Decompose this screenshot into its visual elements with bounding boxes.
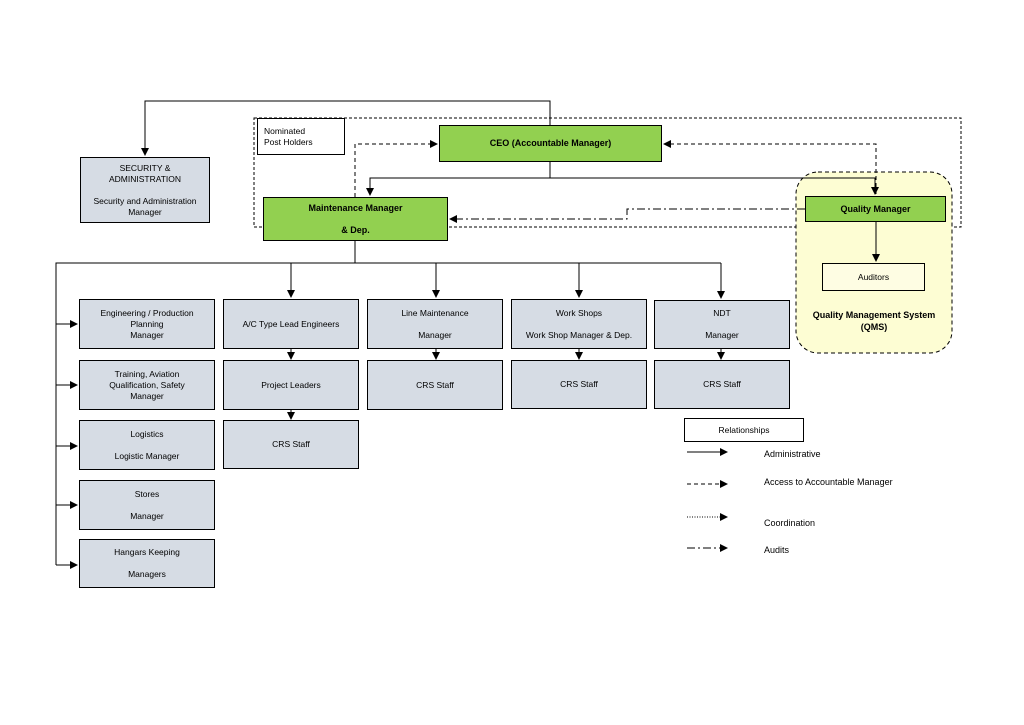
nominated-line-2: Post Holders <box>264 136 313 147</box>
project-leaders-box: Project Leaders <box>223 360 359 410</box>
connector-maintenance-bus <box>55 241 356 565</box>
security-line-4: Security and Administration <box>93 195 197 206</box>
ndt-line-1: NDT <box>713 308 731 318</box>
stores-line-1: Stores <box>134 488 160 499</box>
quality-manager-label: Quality Manager <box>840 203 911 214</box>
ac-type-lead-label: A/C Type Lead Engineers <box>242 318 340 329</box>
security-line-1: SECURITY & <box>119 162 171 173</box>
workshops-crs-staff-label: CRS Staff <box>560 379 598 389</box>
legend-label-administrative: Administrative <box>764 449 821 459</box>
ac-type-crs-staff-label: CRS Staff <box>272 439 310 449</box>
legend-label-access: Access to Accountable Manager <box>764 477 893 487</box>
stores-line-3: Manager <box>130 510 164 521</box>
legend-label-coordination: Coordination <box>764 518 816 528</box>
connector-ceo-quality <box>549 161 879 195</box>
auditors-label: Auditors <box>857 271 890 282</box>
auditors-box: Auditors <box>822 263 925 291</box>
line-maintenance-line-3: Manager <box>418 329 452 340</box>
connector-maintenance-access-ceo <box>354 140 438 197</box>
workshops-line-3: Work Shop Manager & Dep. <box>525 329 633 340</box>
security-line-5: Manager <box>128 206 162 217</box>
connector-quality-access-ceo <box>663 140 877 194</box>
engineering-planning-box: Engineering / Production Planning Manage… <box>79 299 215 349</box>
workshops-crs-staff-box: CRS Staff <box>511 360 647 409</box>
qms-line-2: (QMS) <box>860 322 888 332</box>
security-line-2: ADMINISTRATION <box>108 173 182 184</box>
workshops-line-1: Work Shops <box>555 307 603 318</box>
quality-manager-box: Quality Manager <box>805 196 946 222</box>
legend-label-audits: Audits <box>764 545 790 555</box>
engineering-line-2: Planning <box>130 318 164 329</box>
ndt-line-3: Manager <box>705 330 739 340</box>
training-line-3: Manager <box>130 390 164 401</box>
nominated-post-holders-label: Nominated Post Holders <box>257 118 345 155</box>
maintenance-line-3: & Dep. <box>341 224 370 235</box>
ndt-crs-staff-box: CRS Staff <box>654 360 790 409</box>
stores-box: Stores Manager <box>79 480 215 530</box>
line-maintenance-crs-staff-label: CRS Staff <box>416 379 454 390</box>
workshops-box: Work Shops Work Shop Manager & Dep. <box>511 299 647 349</box>
logistics-line-3: Logistic Manager <box>114 450 180 461</box>
connector-ceo-maintenance <box>366 177 550 196</box>
nominated-post-holders-region <box>253 117 962 228</box>
ndt-box: NDT Manager <box>654 300 790 349</box>
ceo-box: CEO (Accountable Manager) <box>439 125 662 162</box>
logistics-box: Logistics Logistic Manager <box>79 420 215 470</box>
connector-audits <box>449 208 805 223</box>
training-safety-box: Training, Aviation Qualification, Safety… <box>79 360 215 410</box>
logistics-line-1: Logistics <box>130 428 164 439</box>
line-maintenance-crs-staff-box: CRS Staff <box>367 360 503 410</box>
hangars-line-1: Hangars Keeping <box>114 547 180 557</box>
training-line-1: Training, Aviation <box>114 368 180 379</box>
engineering-line-3: Manager <box>130 329 164 340</box>
project-leaders-label: Project Leaders <box>261 379 321 390</box>
engineering-line-1: Engineering / Production <box>100 307 194 318</box>
hangars-line-3: Managers <box>128 569 166 579</box>
security-admin-box: SECURITY & ADMINISTRATION Security and A… <box>80 157 210 223</box>
training-line-2: Qualification, Safety <box>109 379 185 390</box>
maintenance-manager-box: Maintenance Manager & Dep. <box>263 197 448 241</box>
line-maintenance-box: Line Maintenance Manager <box>367 299 503 349</box>
line-maintenance-line-1: Line Maintenance <box>401 307 469 318</box>
connector-ceo-security <box>141 100 551 156</box>
maintenance-line-1: Maintenance Manager <box>308 202 403 213</box>
nominated-line-1: Nominated <box>264 125 306 136</box>
ndt-crs-staff-label: CRS Staff <box>703 379 741 389</box>
hangars-keeping-box: Hangars Keeping Managers <box>79 539 215 588</box>
ceo-label: CEO (Accountable Manager) <box>489 138 612 148</box>
qms-line-1: Quality Management System <box>812 310 936 320</box>
ac-type-crs-staff-box: CRS Staff <box>223 420 359 469</box>
legend-title: Relationships <box>718 424 770 435</box>
ac-type-lead-box: A/C Type Lead Engineers <box>223 299 359 349</box>
legend-title-box: Relationships <box>684 418 804 442</box>
qms-label: Quality Management System (QMS) <box>800 309 948 333</box>
